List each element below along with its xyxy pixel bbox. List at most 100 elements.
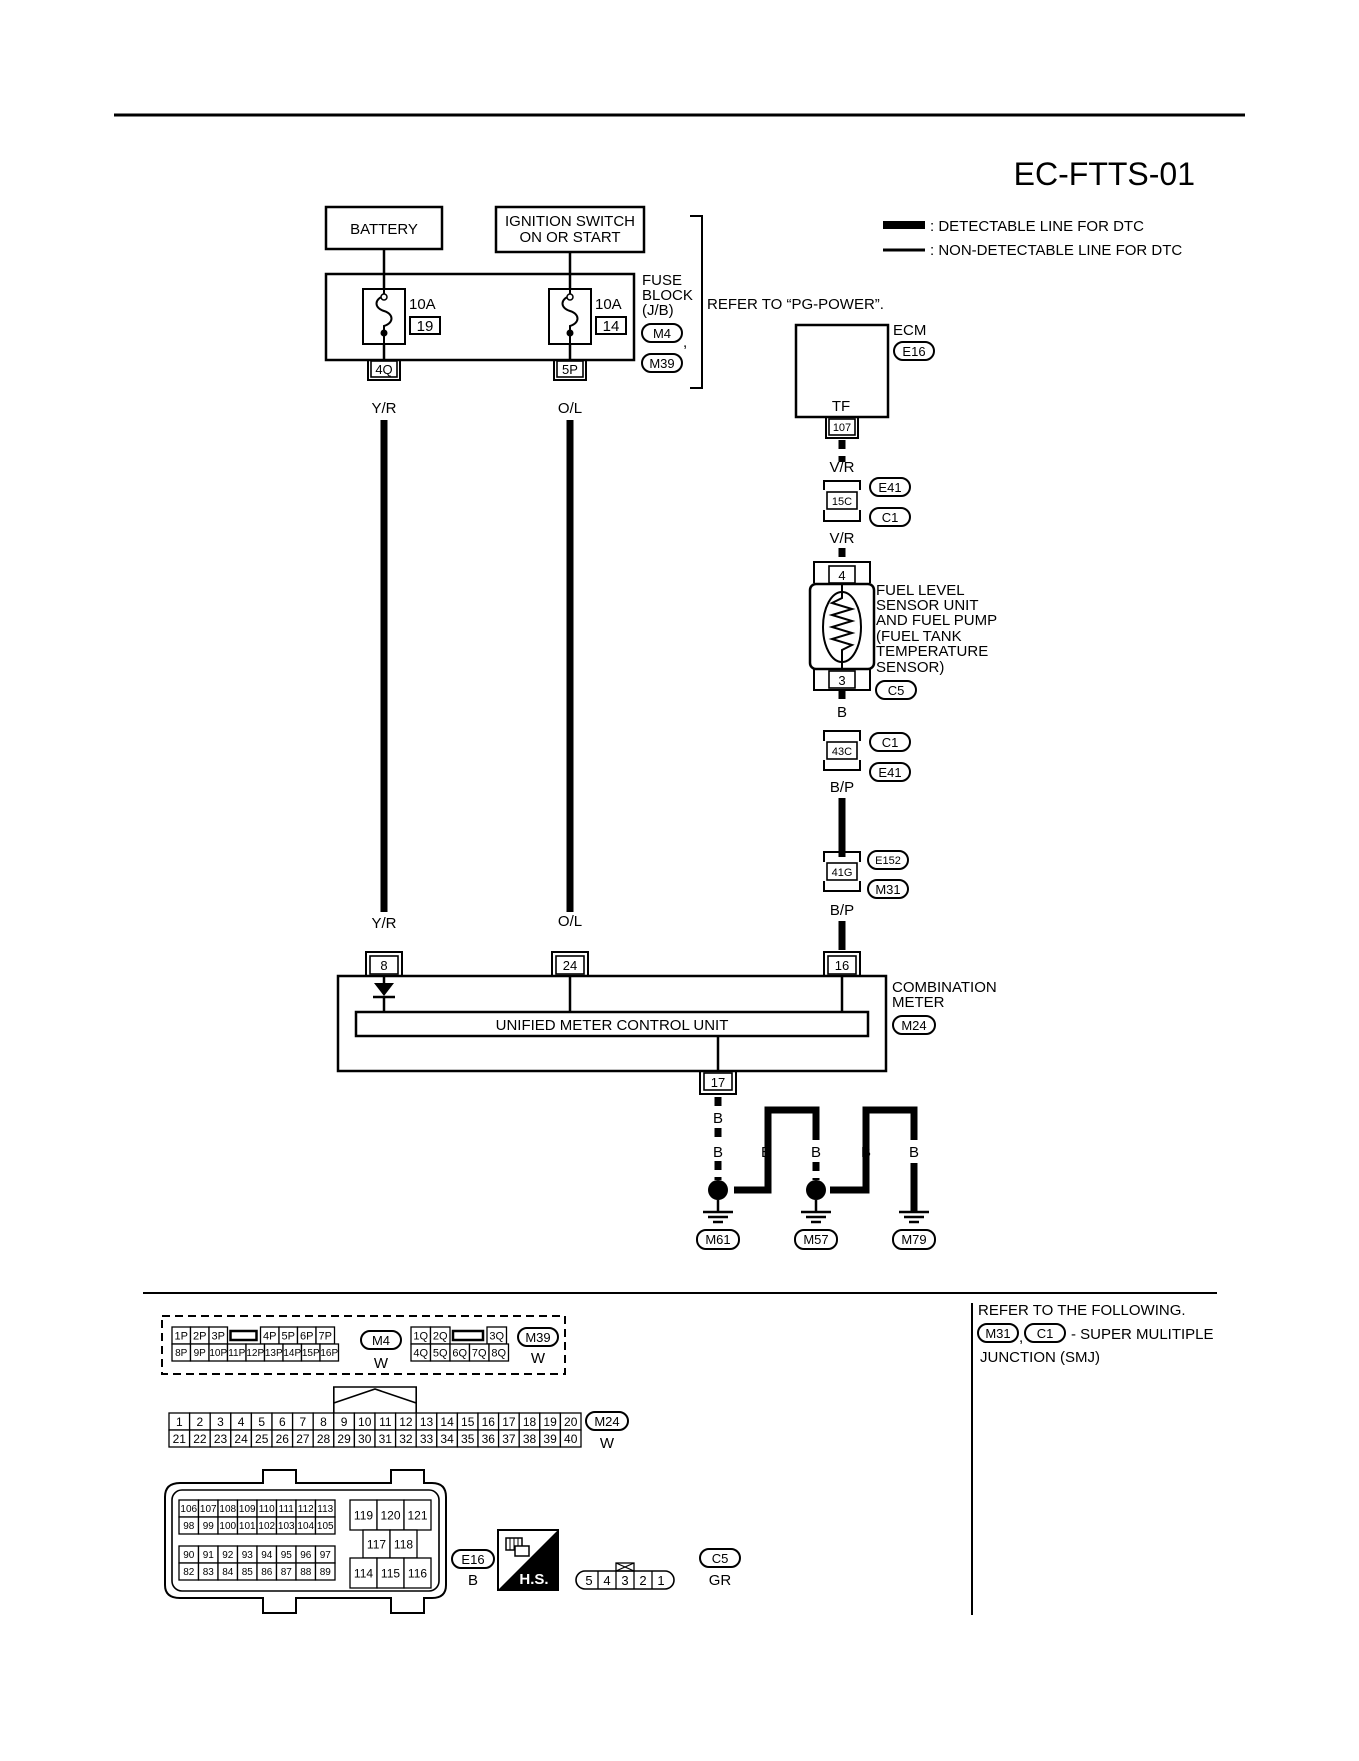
fuse-19-element <box>375 289 393 344</box>
wire-label-bp-1: B/P <box>830 779 854 796</box>
fuse-block-label-2: BLOCK <box>642 287 693 304</box>
harness-connector-43c: 43C <box>823 730 861 771</box>
hs-label: H.S. <box>519 1571 548 1588</box>
pin-2-label: 2 <box>197 1415 204 1429</box>
svg-text:17: 17 <box>711 1075 725 1090</box>
pin-40-label: 40 <box>564 1432 578 1446</box>
connector-m24-face-badge <box>585 1411 629 1431</box>
pg-power-refer: REFER TO “PG-POWER”. <box>707 296 884 313</box>
wire-label-b-4: B <box>811 1144 821 1161</box>
pin-8P-label: 8P <box>175 1348 188 1359</box>
fuse-14-element <box>561 289 579 344</box>
battery-label: BATTERY <box>350 221 418 238</box>
connector-c5-color: GR <box>709 1572 732 1589</box>
ecm-box: TF ECM E16 <box>794 322 935 419</box>
pin-25-label: 25 <box>255 1432 269 1446</box>
refer-note-line-1: REFER TO THE FOLLOWING. <box>978 1302 1186 1319</box>
refer-note-line-3: JUNCTION (SMJ) <box>980 1349 1100 1366</box>
pin-19-label: 19 <box>543 1415 557 1429</box>
pin-101-label: 101 <box>239 1521 256 1532</box>
connector-c5-badge <box>875 680 917 700</box>
pin-3Q-label: 3Q <box>489 1330 504 1342</box>
pin-100-label: 100 <box>219 1521 236 1532</box>
pin-5-label: 5 <box>258 1415 265 1429</box>
connector-m4-color: W <box>374 1355 389 1372</box>
wire-label-ol-top: O/L <box>558 400 582 417</box>
connector-m4-face-badge <box>360 1330 402 1350</box>
connector-e16-id: E16 <box>902 344 925 359</box>
wire-label-vr-2: V/R <box>829 530 854 547</box>
connector-m39-face-badge <box>517 1327 559 1347</box>
wire-label-yr-top: Y/R <box>371 400 396 417</box>
pin-32-label: 32 <box>399 1432 413 1446</box>
connector-e41-id-2: E41 <box>878 765 901 780</box>
pin-16P-label: 16P <box>320 1348 338 1359</box>
pin-1-label: 1 <box>176 1415 183 1429</box>
pin-118-label: 118 <box>394 1537 413 1551</box>
connector-m24-id: M24 <box>901 1018 926 1033</box>
pin-8-label: 8 <box>320 1415 327 1429</box>
pin-14-label: 14 <box>440 1415 454 1429</box>
fuse-block-label-1: FUSE <box>642 272 682 289</box>
harness-connector-41g: 41G <box>823 851 861 892</box>
pin-94-label: 94 <box>261 1550 273 1561</box>
ground-m61-id: M61 <box>705 1232 730 1247</box>
wire-label-yr-bottom: Y/R <box>371 915 396 932</box>
pin-21-label: 21 <box>173 1432 187 1446</box>
pin-87-label: 87 <box>281 1567 293 1578</box>
pin-2Q-label: 2Q <box>433 1330 448 1342</box>
pin-26-label: 26 <box>276 1432 290 1446</box>
pin-35-label: 35 <box>461 1432 475 1446</box>
sensor-label-3: AND FUEL PUMP <box>876 612 997 629</box>
legend-detectable-text: : DETECTABLE LINE FOR DTC <box>930 218 1144 235</box>
connector-m39-face-id: M39 <box>525 1330 550 1345</box>
terminal-5p: 5P <box>553 360 587 381</box>
connector-e16-face-badge <box>451 1549 495 1569</box>
pin-113-label: 113 <box>317 1504 333 1515</box>
connector-c1-id-2: C1 <box>882 735 899 750</box>
sensor-label-6: SENSOR) <box>876 659 944 676</box>
pin-14P-label: 14P <box>283 1348 301 1359</box>
pin-12P-label: 12P <box>246 1348 264 1359</box>
combination-meter-label-1: COMBINATION <box>892 979 997 996</box>
terminal-24: 24 <box>551 951 589 976</box>
fuel-level-sensor: 4 3 FUEL LEVEL SENSOR UNIT AND FUEL PUMP… <box>808 561 997 700</box>
pin-106-label: 106 <box>180 1504 197 1515</box>
pin-6P-label: 6P <box>300 1330 313 1342</box>
connector-c5-face-badge <box>699 1548 741 1568</box>
refer-note-m31: M31 <box>985 1326 1010 1341</box>
pin-115-label: 115 <box>381 1566 400 1580</box>
wire-label-b-2: B <box>713 1144 723 1161</box>
pin-6-label: 6 <box>279 1415 286 1429</box>
wire-label-b-sensor: B <box>837 704 847 721</box>
svg-text:16: 16 <box>835 958 849 973</box>
pin-4: 4 <box>603 1573 610 1588</box>
fuse-block: 10A 19 10A 14 FUSE BLOCK (J/B) M4 , M39 <box>324 249 693 373</box>
pin-15-label: 15 <box>461 1415 475 1429</box>
battery-box: BATTERY <box>324 205 444 251</box>
harness-connector-15c: 15C <box>823 480 861 522</box>
connector-e16-badge <box>893 341 935 361</box>
pin-108-label: 108 <box>219 1504 236 1515</box>
connector-m39-color: W <box>531 1350 546 1367</box>
pin-85-label: 85 <box>242 1567 254 1578</box>
terminal-107: 107 <box>825 417 859 439</box>
svg-text:107: 107 <box>833 422 851 434</box>
svg-text:15C: 15C <box>832 496 852 508</box>
svg-text:,: , <box>683 334 687 351</box>
pin-102-label: 102 <box>258 1521 275 1532</box>
pin-10-label: 10 <box>358 1415 372 1429</box>
ground-m79-id: M79 <box>901 1232 926 1247</box>
pin-91-label: 91 <box>203 1550 215 1561</box>
connector-m4-id: M4 <box>653 326 671 341</box>
pin-96-label: 96 <box>300 1550 312 1561</box>
pin-103-label: 103 <box>278 1521 295 1532</box>
pin-84-label: 84 <box>222 1567 234 1578</box>
pin-107-label: 107 <box>200 1504 217 1515</box>
pin-40 <box>559 1429 582 1448</box>
connector-m31-badge <box>867 879 909 899</box>
pin-116 <box>403 1557 432 1589</box>
pin-93-label: 93 <box>242 1550 254 1561</box>
pin-22-label: 22 <box>193 1432 207 1446</box>
